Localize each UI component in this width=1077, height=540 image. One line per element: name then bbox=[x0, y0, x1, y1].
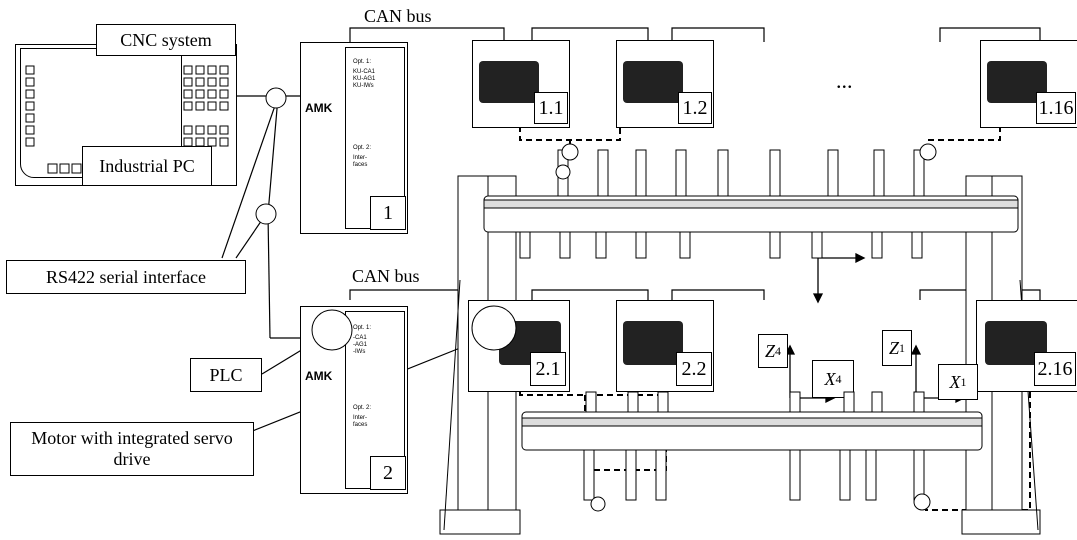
axis-sub: 4 bbox=[775, 344, 781, 359]
opt1-label: Opt. 1: bbox=[353, 59, 371, 66]
rs422-label: RS422 serial interface bbox=[6, 260, 246, 294]
controller-2-number: 2 bbox=[370, 456, 406, 490]
opt1-items: -CA1 -AG1 -IWs bbox=[353, 335, 367, 356]
amk-logo: AMK bbox=[305, 101, 332, 115]
axis-letter: X bbox=[825, 369, 836, 390]
opt1-label: Opt. 1: bbox=[353, 325, 371, 332]
motor-icon bbox=[479, 61, 539, 103]
cnc-system-label: CNC system bbox=[96, 24, 236, 56]
motor-icon bbox=[623, 321, 683, 365]
motor-1-16-label: 1.16 bbox=[1036, 92, 1076, 124]
opt2-items: Inter- faces bbox=[353, 415, 367, 429]
controller-1-number: 1 bbox=[370, 196, 406, 230]
motor-1-2-label: 1.2 bbox=[678, 92, 712, 124]
ellipsis: ... bbox=[836, 68, 853, 94]
can-bus-bottom-label: CAN bus bbox=[352, 266, 420, 287]
motor-2-1-label: 2.1 bbox=[530, 352, 566, 386]
axis-sub: 1 bbox=[961, 375, 967, 390]
axis-letter: Z bbox=[889, 338, 899, 359]
axis-sub: 1 bbox=[899, 341, 905, 356]
motor-servo-label: Motor with integrated servo drive bbox=[10, 422, 254, 476]
motor-2-2-label: 2.2 bbox=[676, 352, 712, 386]
industrial-pc-label: Industrial PC bbox=[82, 146, 212, 186]
axis-letter: X bbox=[950, 372, 961, 393]
motor-icon bbox=[623, 61, 683, 103]
opt2-label: Opt. 2: bbox=[353, 145, 371, 152]
amk-logo: AMK bbox=[305, 369, 332, 383]
axis-sub: 4 bbox=[836, 372, 842, 387]
opt2-items: Inter- faces bbox=[353, 155, 367, 169]
opt1-items: KU-CA1 KU-AG1 KU-IWs bbox=[353, 69, 375, 90]
motor-1-1-label: 1.1 bbox=[534, 92, 568, 124]
plc-label: PLC bbox=[190, 358, 262, 392]
motor-2-16-label: 2.16 bbox=[1034, 352, 1076, 386]
axis-letter: Z bbox=[765, 341, 775, 362]
can-bus-top-label: CAN bus bbox=[364, 6, 432, 27]
opt2-label: Opt. 2: bbox=[353, 405, 371, 412]
